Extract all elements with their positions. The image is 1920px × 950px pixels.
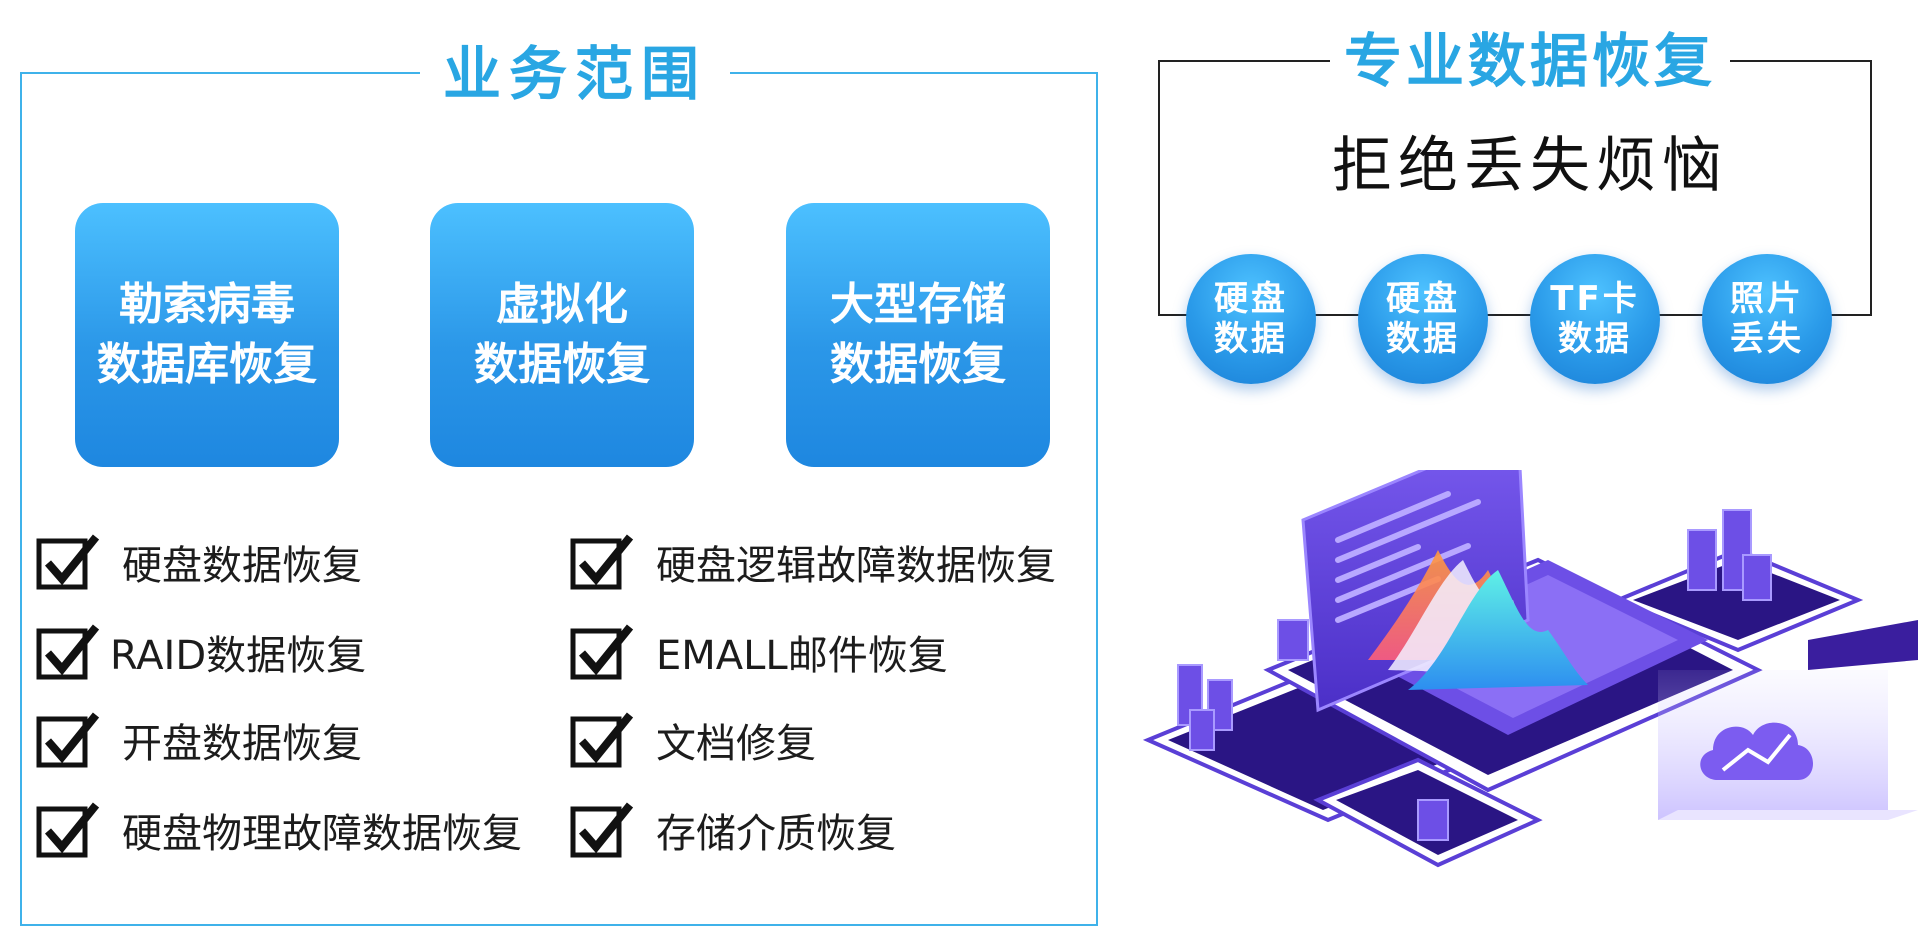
- list-item-label: 文档修复: [656, 721, 816, 767]
- pill-line1: 硬盘: [1386, 279, 1460, 319]
- pill-line2: 丢失: [1730, 319, 1804, 359]
- card-line2: 数据恢复: [474, 339, 650, 390]
- scope-title: 业务范围: [420, 44, 730, 104]
- list-item-label: 硬盘逻辑故障数据恢复: [656, 543, 1056, 589]
- scope-frame: [20, 72, 1098, 926]
- checkbox-check-icon: [36, 709, 102, 771]
- list-item: 开盘数据恢复: [36, 710, 362, 770]
- card-line1: 大型存储: [830, 279, 1006, 330]
- pro-title: 专业数据恢复: [1330, 26, 1730, 96]
- isometric-data-server-illustration: [1142, 470, 1918, 868]
- server-bottom: [1417, 799, 1449, 841]
- pro-subtitle: 拒绝丢失烦恼: [1332, 131, 1728, 201]
- checkbox-check-icon: [36, 621, 102, 683]
- list-item-label: 存储介质恢复: [656, 811, 896, 857]
- list-item-label: 开盘数据恢复: [122, 721, 362, 767]
- dark-slab: [1808, 620, 1918, 670]
- pill-line2: 数据: [1558, 319, 1632, 359]
- card-line1: 虚拟化: [496, 279, 628, 330]
- service-card-virtualization[interactable]: 虚拟化 数据恢复: [430, 203, 694, 467]
- list-item-label: 硬盘数据恢复: [122, 543, 362, 589]
- pill-tf-card-data[interactable]: TF卡 数据: [1530, 254, 1660, 384]
- chart-teal-peak: [1408, 570, 1588, 690]
- list-item: 硬盘逻辑故障数据恢复: [570, 532, 1056, 592]
- list-item-label: EMALL邮件恢复: [656, 633, 948, 679]
- checkbox-check-icon: [36, 799, 102, 861]
- pill-hdd-data-2[interactable]: 硬盘 数据: [1358, 254, 1488, 384]
- pill-line1: 照片: [1730, 279, 1804, 319]
- list-item-label: 硬盘物理故障数据恢复: [122, 811, 522, 857]
- card-line2: 数据恢复: [830, 339, 1006, 390]
- pill-line2: 数据: [1386, 319, 1460, 359]
- checkbox-check-icon: [570, 621, 636, 683]
- pill-hdd-data[interactable]: 硬盘 数据: [1186, 254, 1316, 384]
- server-stack-right: [1687, 509, 1772, 601]
- service-card-ransomware[interactable]: 勒索病毒 数据库恢复: [75, 203, 339, 467]
- list-item: 存储介质恢复: [570, 800, 896, 860]
- cloud-chart-line: [1721, 733, 1792, 772]
- pill-line1: TF卡: [1550, 279, 1640, 319]
- list-item: EMALL邮件恢复: [570, 622, 948, 682]
- card-line2: 数据库恢复: [97, 339, 317, 390]
- pill-photo-lost[interactable]: 照片 丢失: [1702, 254, 1832, 384]
- pill-line1: 硬盘: [1214, 279, 1288, 319]
- list-item-label: RAID数据恢复: [110, 633, 367, 679]
- card-line1: 勒索病毒: [119, 279, 295, 330]
- list-item: RAID数据恢复: [36, 622, 366, 682]
- list-item: 文档修复: [570, 710, 816, 770]
- pill-line2: 数据: [1214, 319, 1288, 359]
- right-plate-inner: [1633, 560, 1840, 640]
- list-item: 硬盘物理故障数据恢复: [36, 800, 522, 860]
- checkbox-check-icon: [570, 799, 636, 861]
- glass-cube-top: [1658, 810, 1918, 820]
- checkbox-check-icon: [570, 531, 636, 593]
- checkbox-check-icon: [570, 709, 636, 771]
- checkbox-check-icon: [36, 531, 102, 593]
- list-item: 硬盘数据恢复: [36, 532, 362, 592]
- server-stack-left: [1177, 619, 1309, 751]
- service-card-large-storage[interactable]: 大型存储 数据恢复: [786, 203, 1050, 467]
